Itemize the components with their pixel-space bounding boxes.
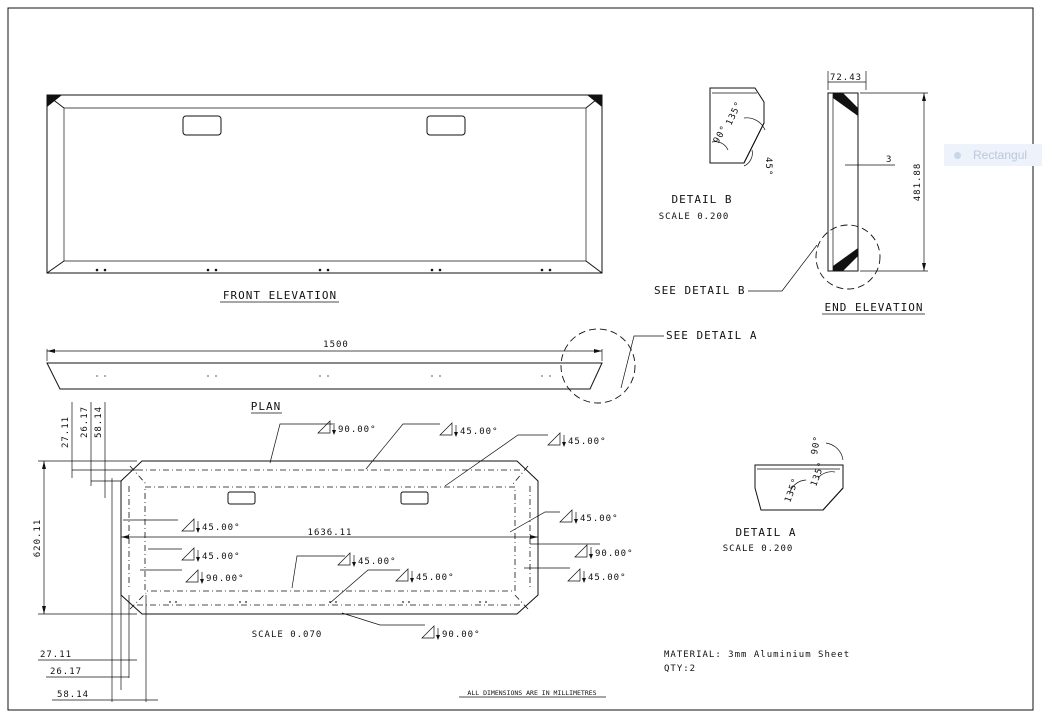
handle-slot: [182, 115, 222, 136]
quantity-note: QTY:2: [664, 664, 696, 674]
flat-pattern-view: [120, 460, 539, 615]
handle-slot: [426, 115, 466, 136]
offset-value: 26.17: [50, 667, 82, 677]
detail-a-angle: 135°: [783, 476, 801, 504]
detail-b-angle: 135°: [725, 100, 745, 128]
plan-view: 1500 PLAN: [46, 340, 603, 414]
detail-a-view: 90° 135° 135° DETAIL A SCALE 0.200: [723, 435, 844, 554]
sheet-border: [7, 7, 1034, 711]
front-elevation-label: FRONT ELEVATION: [223, 289, 337, 302]
bend-angle: 90.00°: [206, 574, 245, 584]
flat-length-value: 1636.11: [308, 528, 353, 538]
material-note: MATERIAL: 3mm Aluminium Sheet: [664, 650, 850, 660]
bend-angle: 45.00°: [202, 552, 241, 562]
detail-a-scale: SCALE 0.200: [723, 544, 794, 554]
rectangle-tool-label: Rectangul: [973, 148, 1028, 162]
bottom-offset-dimensions: 27.11 26.17 58.14: [38, 478, 158, 702]
bend-angle-labels: 90.00° 45.00° 45.00° 45.00° 45.00° 90.00…: [181, 420, 634, 640]
bend-angle: 45.00°: [580, 514, 619, 524]
flat-height-dimension: 620.11: [33, 460, 137, 615]
dimensions-footer-note: ALL DIMENSIONS ARE IN MILLIMETRES: [467, 689, 596, 697]
handle-slot: [400, 491, 429, 505]
bend-annotations: [123, 423, 600, 626]
detail-b-scale: SCALE 0.200: [659, 212, 730, 222]
detail-a-label: DETAIL A: [736, 526, 797, 539]
rectangle-tool-tag[interactable]: Rectangul: [944, 144, 1042, 166]
detail-b-view: 90° 135° 45° DETAIL B SCALE 0.200: [659, 87, 773, 222]
bend-angle: 90.00°: [595, 549, 634, 559]
see-detail-b-label: SEE DETAIL B: [654, 284, 745, 297]
front-elevation-view: FRONT ELEVATION: [46, 94, 603, 303]
flat-length-dimension: 1636.11: [121, 528, 538, 539]
end-height-dimension: 481.88: [913, 163, 923, 202]
bend-angle: 45.00°: [588, 573, 627, 583]
bend-angle: 90.00°: [338, 425, 377, 435]
bend-angle: 45.00°: [358, 557, 397, 567]
end-elevation-view: 72.43 481.88 3 END ELEVATION: [815, 71, 928, 315]
detail-b-callout: SEE DETAIL B: [654, 244, 818, 297]
bend-angle: 45.00°: [568, 437, 607, 447]
offset-value: 27.11: [40, 650, 72, 660]
offset-value: 58.14: [94, 406, 104, 438]
bend-angle: 45.00°: [202, 523, 241, 533]
thickness-dimension: 3: [886, 155, 892, 165]
flat-scale-label: SCALE 0.070: [252, 630, 323, 640]
length-dimension: 1500: [323, 340, 349, 350]
detail-a-callout: SEE DETAIL A: [560, 328, 757, 404]
detail-a-angle: 90°: [810, 435, 823, 456]
offset-value: 58.14: [57, 690, 89, 700]
plan-label: PLAN: [251, 400, 282, 413]
end-elevation-label: END ELEVATION: [824, 301, 923, 314]
handle-slot: [227, 491, 256, 505]
left-offset-dimensions: 27.11 26.17 58.14: [61, 402, 137, 498]
circle-icon: [954, 152, 961, 160]
detail-b-angle: 45°: [763, 157, 773, 176]
detail-b-label: DETAIL B: [672, 193, 733, 206]
detail-b-angle: 90°: [712, 124, 730, 146]
offset-value: 27.11: [61, 416, 71, 448]
bend-angle: 45.00°: [460, 427, 499, 437]
offset-value: 26.17: [80, 406, 90, 438]
flat-height-value: 620.11: [33, 519, 43, 558]
bend-angle: 90.00°: [442, 630, 481, 640]
bend-angle: 45.00°: [416, 573, 455, 583]
end-width-dimension: 72.43: [830, 73, 862, 83]
see-detail-a-label: SEE DETAIL A: [666, 329, 757, 342]
